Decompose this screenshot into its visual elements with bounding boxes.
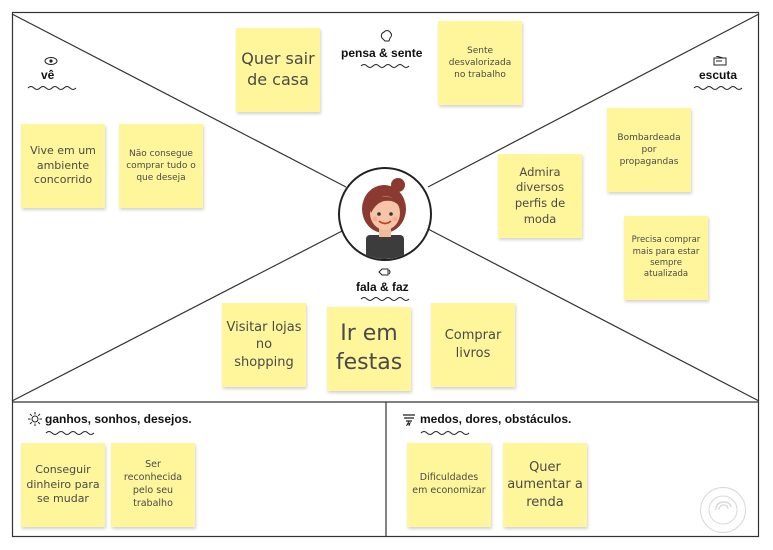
sticky-note-pensa-1[interactable]: Quer sair de casa — [236, 28, 320, 112]
sticky-note-escuta-2[interactable]: Precisa comprar mais para estar sempre a… — [624, 216, 708, 300]
sticky-note-ve-1[interactable]: Vive em um ambiente concorrido — [21, 124, 105, 208]
sticky-note-fala-2[interactable]: Ir em festas — [327, 307, 411, 391]
label-underline — [693, 86, 743, 90]
eye-icon — [44, 57, 58, 65]
section-label-ganhos: ganhos, sonhos, desejos. — [45, 412, 192, 426]
label-underline — [45, 431, 95, 435]
label-underline — [360, 297, 410, 301]
sticky-note-escuta-1[interactable]: Bombardeada por propagandas — [607, 108, 691, 192]
section-label-fala-faz: fala & faz — [356, 280, 409, 294]
diagonal-bottom-right — [427, 228, 760, 402]
persona-avatar — [338, 167, 432, 261]
diagonal-top-right — [427, 13, 760, 188]
sticky-note-pensa-2[interactable]: Sente desvalorizada no trabalho — [438, 21, 522, 105]
sun-icon — [28, 412, 42, 426]
section-label-ve: vê — [41, 68, 55, 82]
radio-icon — [713, 56, 727, 66]
brain-icon — [380, 30, 392, 42]
diagonal-bottom-left — [11, 228, 347, 402]
label-underline — [27, 86, 77, 90]
sticky-note-medos-2[interactable]: Quer aumentar a renda — [503, 443, 587, 527]
watermark-logo — [700, 487, 746, 533]
section-label-escuta: escuta — [699, 68, 738, 82]
sticky-note-ganhos-2[interactable]: Ser reconhecida pelo seu trabalho — [111, 443, 195, 527]
sticky-note-fala-3[interactable]: Comprar livros — [431, 303, 515, 387]
diagonal-top-left — [11, 13, 347, 188]
section-label-pensa-sente: pensa & sente — [341, 46, 423, 60]
speech-icon — [378, 268, 391, 276]
sticky-note-medos-1[interactable]: Dificuldades em economizar — [407, 443, 491, 527]
label-underline — [360, 64, 410, 68]
section-label-medos: medos, dores, obstáculos. — [420, 412, 572, 426]
sticky-note-ve-2[interactable]: Não consegue comprar tudo o que deseja — [119, 124, 203, 208]
sticky-note-fala-1[interactable]: Visitar lojas no shopping — [222, 303, 306, 387]
sticky-note-ganhos-1[interactable]: Conseguir dinheiro para se mudar — [21, 443, 105, 527]
storm-icon — [403, 414, 415, 426]
sticky-note-admira[interactable]: Admira diversos perfis de moda — [498, 154, 582, 238]
label-underline — [420, 431, 470, 435]
